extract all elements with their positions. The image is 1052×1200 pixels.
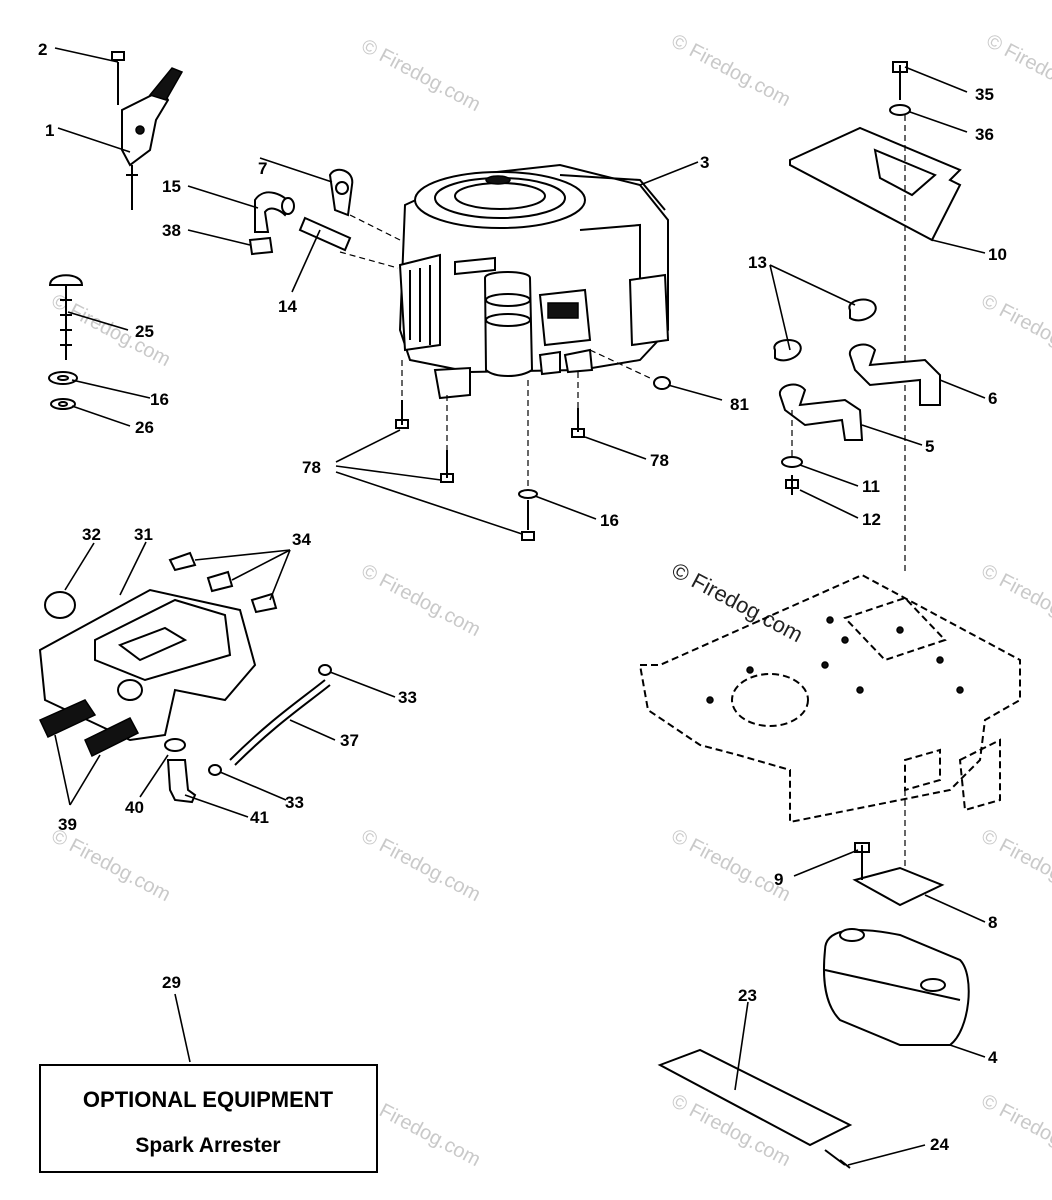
callout-6: 6 (988, 389, 997, 408)
spark-arrester-label: Spark Arrester (135, 1134, 280, 1157)
callout-labels: 1 2 3 4 5 6 7 8 9 10 11 12 13 14 15 16 1… (38, 40, 1007, 1154)
fuel-fittings-parts (248, 168, 354, 256)
callout-14: 14 (278, 297, 297, 316)
callout-12: 12 (862, 510, 881, 529)
watermark-text: © Firedog.com (358, 560, 484, 641)
callout-31: 31 (134, 525, 153, 544)
watermark-text: © Firedog.com (668, 825, 794, 906)
callout-39: 39 (58, 815, 77, 834)
watermark-text: © Firedog.com (978, 560, 1052, 641)
heat-shield-part (789, 61, 962, 575)
callout-16: 16 (150, 390, 169, 409)
chassis-frame (638, 573, 1021, 824)
callout-37: 37 (340, 731, 359, 750)
leader-lines (54, 47, 986, 1166)
watermark-text: © Firedog.com (48, 825, 174, 906)
callout-16: 16 (600, 511, 619, 530)
callout-3: 3 (700, 153, 709, 172)
callout-5: 5 (925, 437, 934, 456)
optional-equipment-box: 29 OPTIONAL EQUIPMENT Spark Arrester (39, 973, 378, 1173)
callout-40: 40 (125, 798, 144, 817)
callout-10: 10 (988, 245, 1007, 264)
callout-35: 35 (975, 85, 994, 104)
breather-hose-parts (38, 664, 332, 804)
callout-8: 8 (988, 913, 997, 932)
callout-81: 81 (730, 395, 749, 414)
callout-78: 78 (302, 458, 321, 477)
throttle-control-part (111, 51, 184, 210)
watermark-text: © Firedog.com (978, 825, 1052, 906)
callout-26: 26 (135, 418, 154, 437)
watermark-text: © Firedog.com (978, 1090, 1052, 1171)
alignment-lines (339, 214, 651, 379)
callout-7: 7 (258, 159, 267, 178)
callout-4: 4 (988, 1048, 998, 1067)
callout-2: 2 (38, 40, 47, 59)
callout-33: 33 (285, 793, 304, 812)
nut-part (653, 376, 671, 390)
callout-24: 24 (930, 1135, 949, 1154)
optional-equipment-title: OPTIONAL EQUIPMENT (83, 1087, 334, 1112)
callout-78: 78 (650, 451, 669, 470)
callout-9: 9 (774, 870, 783, 889)
engine-bolts-parts (395, 360, 585, 541)
exhaust-pipes-parts (773, 298, 941, 495)
callout-11: 11 (862, 477, 880, 496)
callout-34: 34 (292, 530, 311, 549)
callout-41: 41 (250, 808, 269, 827)
callout-25: 25 (135, 322, 154, 341)
spark-arrester-part (657, 1048, 853, 1169)
callout-23: 23 (738, 986, 757, 1005)
callout-15: 15 (162, 177, 181, 196)
callout-29: 29 (162, 973, 181, 992)
watermark-text: © Firedog.com (978, 290, 1052, 371)
screw-washer-parts-left (48, 274, 84, 410)
muffler-part (822, 790, 970, 1046)
callout-33: 33 (398, 688, 417, 707)
watermark-text-dark: © Firedog.com (668, 557, 807, 647)
watermark-text: © Firedog.com (358, 35, 484, 116)
callout-1: 1 (45, 121, 54, 140)
engine-part (398, 163, 670, 400)
callout-32: 32 (82, 525, 101, 544)
callout-38: 38 (162, 221, 181, 240)
air-cleaner-part (38, 551, 278, 742)
callout-36: 36 (975, 125, 994, 144)
callout-13: 13 (748, 253, 767, 272)
watermark-text: © Firedog.com (668, 30, 794, 111)
watermark-text: © Firedog.com (358, 825, 484, 906)
